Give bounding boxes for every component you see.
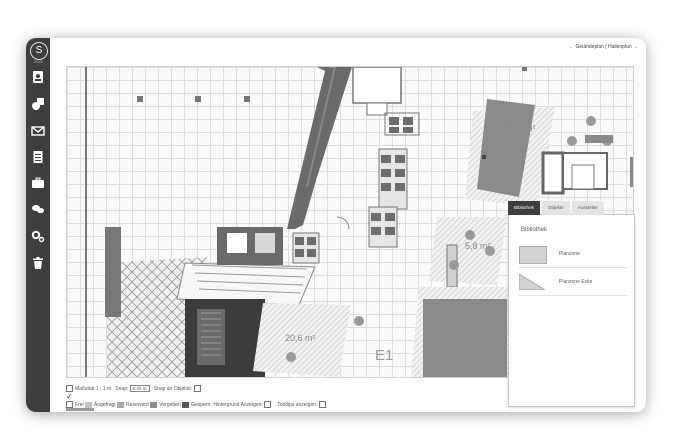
tab-objekte[interactable]: Objekte — [541, 201, 570, 215]
app-window: S 2019 ← Geländeplan | Hallenplan → — [26, 38, 646, 412]
library-item-label: Planzone Ecke — [559, 279, 593, 285]
hall-label: E1 — [375, 347, 394, 364]
legend-label: Angefragt — [94, 401, 116, 408]
checkmark-icon: ✓ — [66, 392, 73, 401]
snap-label: Snap: — [115, 385, 129, 392]
app-logo-subtitle: 2019 — [33, 59, 43, 64]
planzone-corner-swatch-icon — [519, 274, 545, 290]
panel-title: Bibliothek — [521, 227, 548, 233]
contacts-icon[interactable] — [31, 70, 45, 84]
mail-icon[interactable] — [31, 124, 45, 138]
scale-label: Maßstab 1 : 1 m — [75, 385, 112, 392]
legend-blocked-swatch — [182, 401, 190, 408]
legend-requested-swatch — [85, 401, 93, 408]
document-icon[interactable] — [31, 150, 45, 164]
tab-bibliothek[interactable]: Bibliothek — [508, 201, 540, 215]
zone-area-label: 5,8 m² — [465, 241, 491, 251]
legend-assigned-swatch — [150, 401, 158, 408]
tooltips-checkbox[interactable] — [318, 401, 326, 408]
background-toggle-label: Hintergrund Anzeigen: — [213, 401, 263, 408]
zone-area-label: 20,6 m² — [285, 333, 316, 343]
planzone-swatch-icon — [519, 246, 547, 264]
floor-plan-drawing — [85, 67, 633, 377]
settings-icon[interactable] — [31, 229, 45, 243]
scale-checkbox[interactable] — [66, 385, 73, 392]
library-item-planzone-ecke[interactable]: Planzone Ecke — [519, 271, 627, 296]
tab-aussteller[interactable]: Aussteller — [571, 201, 604, 215]
snap-objects-label: Snap an Objekte: — [153, 385, 193, 392]
breadcrumb[interactable]: ← Geländeplan | Hallenplan → — [569, 44, 638, 50]
chat-icon[interactable] — [31, 202, 45, 216]
legend-label: Reserviert — [126, 401, 149, 408]
shapes-icon[interactable] — [31, 97, 45, 111]
library-item-planzone[interactable]: Planzone — [519, 243, 627, 268]
library-item-label: Planzone — [559, 251, 580, 257]
legend-label: Vergeben — [159, 401, 181, 408]
legend-reserved-swatch — [117, 401, 125, 408]
legend-free-swatch — [66, 401, 73, 408]
briefcase-icon[interactable] — [31, 176, 45, 190]
snap-select[interactable]: 0.25 m — [129, 385, 150, 392]
snap-objects-checkbox[interactable] — [193, 385, 201, 392]
trash-icon[interactable] — [31, 256, 45, 270]
background-checkbox[interactable] — [264, 401, 272, 408]
legend-label: Frei — [75, 401, 84, 408]
horizontal-scrollbar[interactable] — [66, 408, 94, 411]
legend-label: Gesperrt — [191, 401, 211, 408]
tooltips-toggle-label: Tooltips anzeigen: — [277, 401, 318, 408]
zone-area-label: 36,4 m² — [505, 123, 536, 133]
sidebar: S 2019 — [26, 38, 50, 412]
panel-tabs: Bibliothek Objekte Aussteller — [508, 201, 604, 215]
app-logo[interactable]: S — [30, 42, 48, 60]
library-panel: Bibliothek Objekte Aussteller Bibliothek… — [508, 201, 635, 407]
